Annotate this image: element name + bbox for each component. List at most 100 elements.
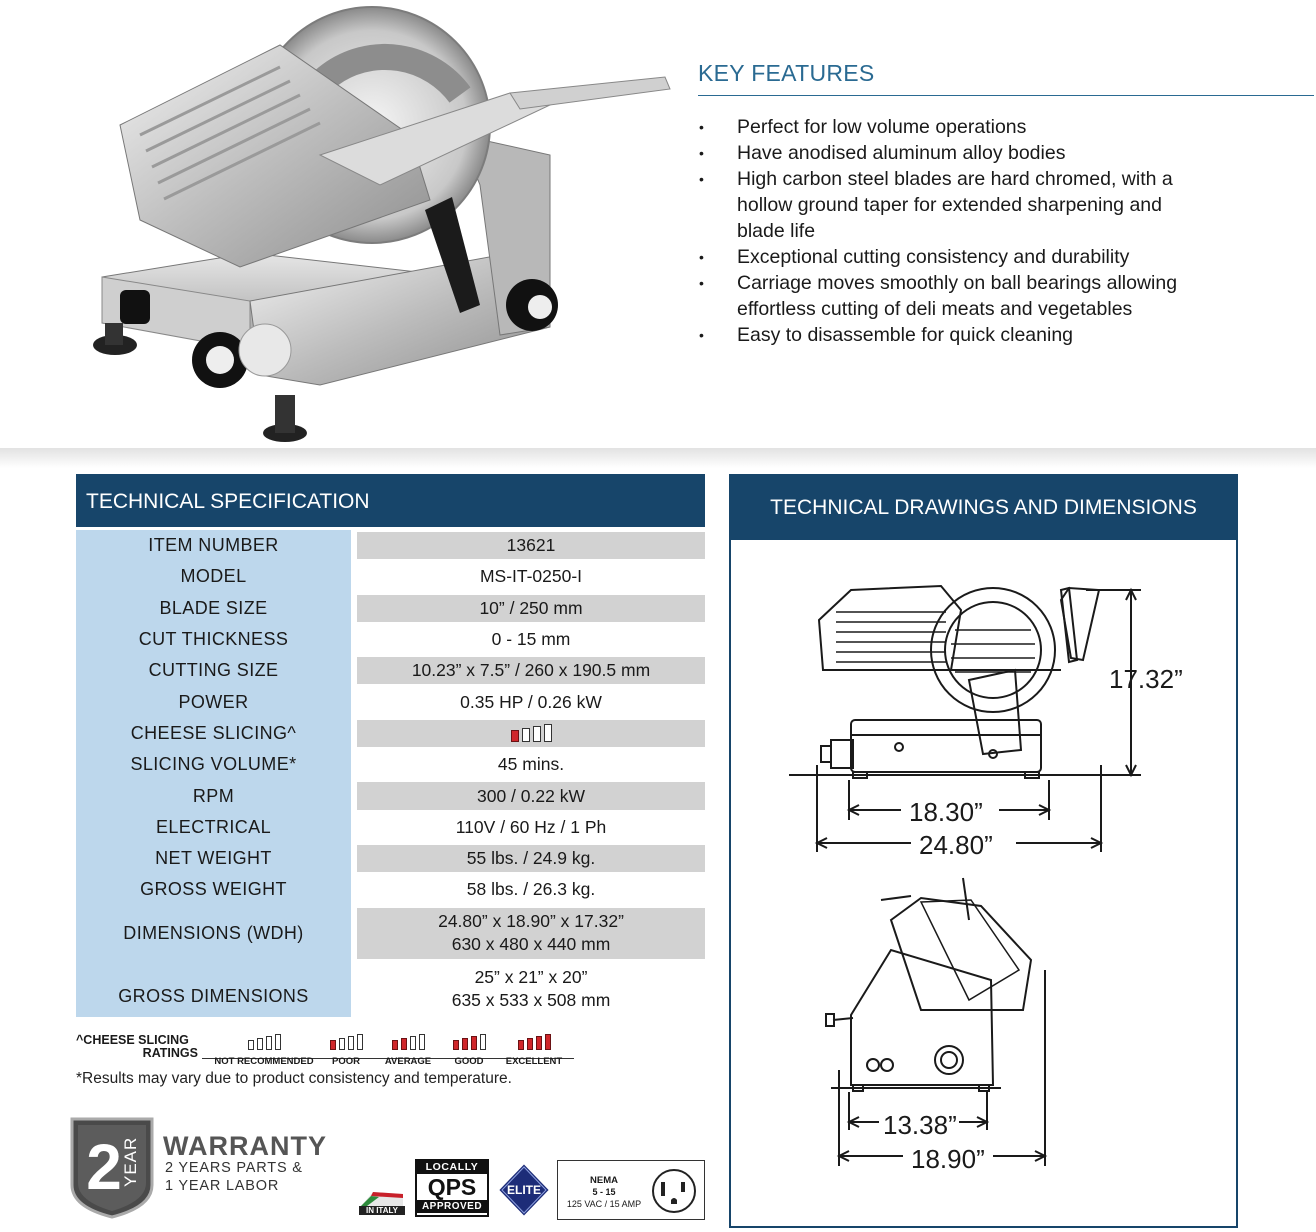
rating-block [526,1038,533,1050]
rating-block [543,724,552,743]
spec-value: 24.80” x 18.90” x 17.32” 630 x 480 x 440… [357,905,705,961]
spec-value-metric: 630 x 480 x 440 mm [451,934,611,955]
spec-row-slicing-volume: SLICING VOLUME* 45 mins. [76,749,705,781]
spec-value [357,717,705,750]
made-in-italy-icon [361,1192,403,1206]
rating-block [256,1038,263,1050]
legend-meter [391,1034,425,1050]
spec-row-rpm: RPM 300 / 0.22 kW [76,780,705,812]
legend-level-label: EXCELLENT [505,1056,563,1067]
spec-row-item-number: ITEM NUMBER 13621 [76,530,705,562]
warranty-parts: 2 YEARS PARTS & [165,1160,303,1176]
feature-item: Carriage moves smoothly on ball bearings… [698,270,1207,322]
rating-block [274,1034,281,1050]
legend-meter [247,1034,281,1050]
legend-level: AVERAGE [380,1034,436,1067]
dim-front-inner: 13.38” [883,1110,957,1140]
nema-rating: 125 VAC / 15 AMP [566,1199,642,1209]
spec-row-gross-dimensions: GROSS DIMENSIONS 25” x 21” x 20” 635 x 5… [76,960,705,1017]
spec-row-gross-weight: GROSS WEIGHT 58 lbs. / 26.3 kg. [76,874,705,906]
rating-block [521,728,530,743]
legend-title-line1: ^CHEESE SLICING [76,1033,189,1047]
rating-block [479,1034,486,1050]
rating-block [418,1034,425,1050]
spec-value: 0.35 HP / 0.26 kW [460,691,602,712]
feature-item: Exceptional cutting consistency and dura… [698,244,1207,270]
rating-block [544,1034,551,1050]
spec-label: CHEESE SLICING^ [76,717,351,750]
spec-label: SLICING VOLUME* [76,749,351,781]
spec-row-cutting-size: CUTTING SIZE 10.23” x 7.5” / 260 x 190.5… [76,655,705,687]
legend-level: POOR [324,1034,368,1067]
rating-block [532,726,541,743]
nema-type: 5 - 15 [592,1187,616,1197]
spec-label: CUTTING SIZE [76,655,351,687]
legend-title: ^CHEESE SLICING RATINGS [76,1034,198,1060]
spec-value: 45 mins. [497,754,565,775]
warranty-shield-icon: 2 YEAR [70,1117,154,1219]
spec-label: POWER [76,686,351,718]
legend-level-label: NOT RECOMMENDED [214,1056,314,1067]
tech-spec-title: TECHNICAL SPECIFICATION [76,474,705,530]
spec-value: 10.23” x 7.5” / 260 x 190.5 mm [357,655,705,687]
dim-side-inner: 18.30” [909,797,983,827]
rating-block [452,1040,459,1050]
spec-label: MODEL [76,561,351,593]
spec-value: 55 lbs. / 24.9 kg. [357,842,705,875]
outlet-icon [652,1169,696,1213]
rating-block [535,1036,542,1050]
spec-label: ITEM NUMBER [76,530,351,562]
spec-row-cut-thickness: CUT THICKNESS 0 - 15 mm [76,623,705,656]
rating-block [338,1038,345,1050]
rating-block [391,1040,398,1050]
nema-plug-spec: NEMA 5 - 15 125 VAC / 15 AMP [557,1160,705,1220]
legend-title-line2: RATINGS [142,1046,198,1060]
spec-value: 58 lbs. / 26.3 kg. [466,879,596,900]
legend-meter [517,1034,551,1050]
rating-block [400,1038,407,1050]
spec-row-model: MODEL MS-IT-0250-I [76,561,705,593]
cheese-slicing-legend: ^CHEESE SLICING RATINGS NOT RECOMMENDED … [76,1034,596,1070]
nema-title: NEMA [590,1175,618,1186]
spec-row-electrical: ELECTRICAL 110V / 60 Hz / 1 Ph [76,811,705,843]
spec-label: GROSS WEIGHT [76,874,351,906]
legend-level: NOT RECOMMENDED [212,1034,316,1067]
spec-value: 300 / 0.22 kW [357,780,705,812]
tech-spec-table: TECHNICAL SPECIFICATION ITEM NUMBER 1362… [76,474,705,1017]
spec-label: RPM [76,780,351,812]
cheese-rating-meter [510,724,552,743]
spec-value: 110V / 60 Hz / 1 Ph [455,816,607,837]
section-divider [0,448,1316,468]
spec-value-imperial: 25” x 21” x 20” [474,966,588,987]
feature-item: Have anodised aluminum alloy bodies [698,140,1207,166]
dim-side-outer: 24.80” [919,830,993,860]
spec-label: GROSS DIMENSIONS [76,960,351,1017]
spec-label: BLADE SIZE [76,592,351,624]
legend-scale-line [202,1058,574,1059]
legend-level-label: POOR [332,1056,360,1067]
rating-block [461,1038,468,1050]
dimension-drawings: 17.32” 18.30” 24.80” 13.38” 18.90” [789,584,1183,1174]
spec-label: DIMENSIONS (WDH) [76,905,351,961]
legend-meter [452,1034,486,1050]
spec-rows: ITEM NUMBER 13621 MODEL MS-IT-0250-I BLA… [76,530,705,1017]
product-image [93,6,671,442]
feature-item: Perfect for low volume operations [698,114,1207,140]
rating-block [347,1036,354,1050]
spec-row-blade-size: BLADE SIZE 10” / 250 mm [76,592,705,624]
spec-value: 13621 [357,530,705,562]
tech-drawings-title: TECHNICAL DRAWINGS AND DIMENSIONS [731,476,1236,540]
rating-block [510,730,519,743]
legend-level: EXCELLENT [502,1034,566,1067]
rating-block [517,1040,524,1050]
feature-item: Easy to disassemble for quick cleaning [698,322,1207,348]
qps-bottom-text: APPROVED [417,1200,487,1213]
spec-label: NET WEIGHT [76,842,351,875]
warranty-title: WARRANTY [163,1131,327,1161]
spec-row-dimensions: DIMENSIONS (WDH) 24.80” x 18.90” x 17.32… [76,905,705,961]
spec-label: ELECTRICAL [76,811,351,843]
rating-block [356,1034,363,1050]
rating-block [265,1036,272,1050]
front-view-drawing [825,877,1048,1166]
legend-level-label: GOOD [454,1056,484,1067]
